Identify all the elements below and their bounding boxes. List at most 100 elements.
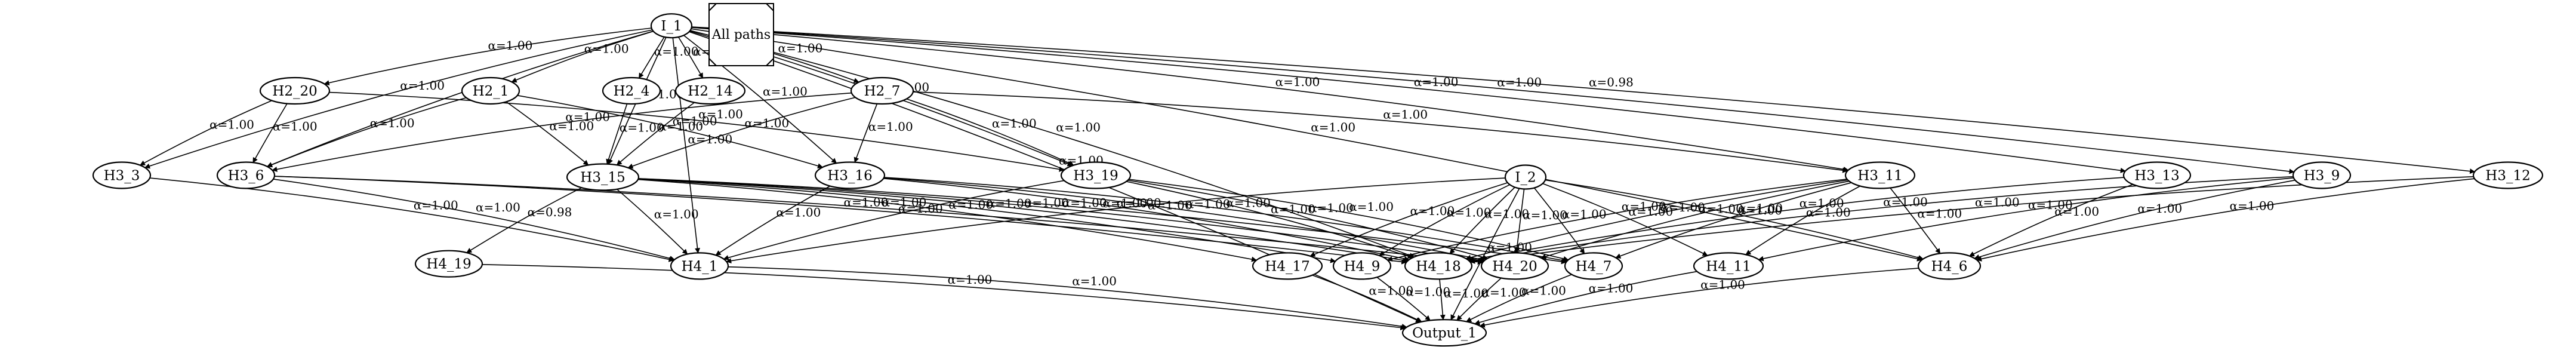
- node-H3_13[interactable]: H3_13: [2122, 161, 2192, 189]
- edge-label-I_1-H2_1: α=1.00: [584, 42, 629, 56]
- node-shape-H2_7: [850, 76, 914, 105]
- node-shape-H3_12: [2472, 161, 2544, 189]
- edge-H3_13-H4_18: [1468, 177, 2124, 262]
- legend: All paths: [708, 3, 774, 66]
- node-label-H2_4: H2_4: [614, 84, 650, 99]
- nodes-layer: I_1I_2 H2_20 H2_1 H2_4 H2_14 H2_7H3_3 H3_6 H3_1…: [92, 13, 2544, 347]
- node-H4_7[interactable]: H4_7: [1564, 252, 1623, 280]
- node-H3_9[interactable]: H3_9: [2292, 161, 2352, 189]
- node-label-H3_15: H3_15: [580, 170, 625, 186]
- edge-H2_1-H3_16: [517, 95, 824, 169]
- edge-H2_1-H3_15: [506, 101, 589, 165]
- node-shape-H2_20: [259, 76, 331, 105]
- edge-label-I_2-H4_17: α=1.00: [1410, 204, 1455, 218]
- edge-label-H3_16-H4_7: α=1.00: [1226, 196, 1271, 210]
- node-H2_14[interactable]: H2_14: [674, 76, 746, 105]
- edge-label-H3_3-H4_1: α=1.00: [414, 198, 458, 213]
- node-H2_4[interactable]: H2_4: [602, 76, 661, 105]
- node-shape-H4_18: [1404, 252, 1473, 280]
- edge-label-H4_17-Output_1: α=1.00: [1369, 284, 1413, 298]
- edge-label-H2_20-H3_6: α=1.00: [273, 119, 318, 134]
- node-H4_1[interactable]: H4_1: [670, 252, 729, 280]
- edges-layer: α=1.00α=1.00α=1.00α=1.00α=1.00α=1.00α=1.…: [140, 26, 2476, 331]
- edge-H4_1-Output_1: [728, 266, 1407, 329]
- node-H3_6[interactable]: H3_6: [216, 161, 276, 189]
- node-shape-H4_17: [1252, 252, 1323, 280]
- edge-label-H3_19-H4_7: α=1.00: [1349, 199, 1394, 214]
- node-H2_1[interactable]: H2_1: [461, 76, 520, 105]
- edge-H2_7-H3_16: [853, 103, 878, 163]
- node-shape-H4_20: [1480, 252, 1549, 280]
- edge-label-H3_11-H4_6: α=1.00: [1917, 207, 1962, 221]
- node-shape-I_2: [1504, 164, 1547, 190]
- node-H4_11[interactable]: H4_11: [1693, 252, 1764, 280]
- edge-label-H2_4-H3_15: α=1.00: [620, 121, 664, 135]
- legend-box: [708, 3, 774, 66]
- edge-H4_7-Output_1: [1466, 274, 1572, 323]
- node-I_2[interactable]: I_2: [1504, 164, 1547, 190]
- edge-label-H3_15-H4_1: α=1.00: [654, 207, 699, 222]
- node-H4_20[interactable]: H4_20: [1480, 252, 1549, 280]
- edge-label-I_2-H4_20: α=1.00: [1523, 208, 1567, 222]
- edge-H2_4-H3_15: [606, 103, 628, 165]
- edge-H3_9-H4_11: [1758, 177, 2294, 262]
- node-H3_15[interactable]: H3_15: [566, 163, 640, 191]
- edge-label-I_1-H4_6: α=1.00: [1311, 120, 1355, 134]
- edge-label-H2_14-H3_15: α=1.00: [658, 119, 703, 133]
- edge-H2_20-H3_19: [329, 91, 1065, 172]
- node-H3_12[interactable]: H3_12: [2472, 161, 2544, 189]
- edge-H4_11-Output_1: [1474, 271, 1697, 325]
- node-H4_9[interactable]: H4_9: [1332, 252, 1392, 280]
- node-label-H2_14: H2_14: [688, 84, 732, 99]
- node-Output_1[interactable]: Output_1: [1401, 319, 1487, 347]
- edge-label-H2_1-H3_16: α=1.00: [673, 113, 717, 128]
- edge-label-H2_20-H3_19: α=1.00: [698, 107, 743, 121]
- node-H2_20[interactable]: H2_20: [259, 76, 331, 105]
- node-H3_3[interactable]: H3_3: [92, 161, 152, 189]
- node-H4_17[interactable]: H4_17: [1252, 252, 1323, 280]
- edge-label-H2_7-H3_15: α=1.00: [744, 116, 789, 130]
- node-label-H4_18: H4_18: [1416, 259, 1460, 274]
- edge-I_2-H4_20: [1514, 189, 1525, 254]
- edge-label-H3_9-H4_6: α=1.00: [2137, 201, 2182, 216]
- edge-H3_11-H4_20: [1540, 180, 1850, 259]
- edge-H3_11-H4_11: [1745, 185, 1860, 256]
- node-label-H4_6: H4_6: [1931, 259, 1968, 274]
- node-H3_11[interactable]: H3_11: [1844, 161, 1916, 189]
- edge-label-H4_9-Output_1: α=1.00: [1406, 285, 1450, 299]
- node-H2_7[interactable]: H2_7: [850, 76, 914, 105]
- edge-H3_12-H4_6: [1976, 178, 2475, 262]
- node-H3_16[interactable]: H3_16: [814, 161, 886, 189]
- edge-H3_19-H4_1: [723, 180, 1065, 260]
- edge-label-H3_19-H4_1: α=1.00: [898, 201, 943, 216]
- node-label-H4_19: H4_19: [426, 257, 471, 272]
- edge-I_2-H4_1: [726, 177, 1506, 264]
- edge-I_1-H2_20: [323, 27, 652, 86]
- node-H4_19[interactable]: H4_19: [414, 250, 483, 278]
- edge-label-H4_20-Output_1: α=1.00: [1482, 285, 1527, 299]
- node-label-H3_11: H3_11: [1857, 168, 1902, 184]
- edge-label-H3_11-H4_18: α=1.00: [1660, 200, 1705, 214]
- node-label-H4_7: H4_7: [1576, 259, 1612, 274]
- edge-label-H4_1-Output_1: α=1.00: [1072, 274, 1117, 288]
- edge-H3_15-H4_1: [616, 189, 688, 255]
- node-H3_19[interactable]: H3_19: [1060, 161, 1132, 189]
- node-label-H2_7: H2_7: [864, 84, 901, 99]
- edge-label-H3_6-H4_1: α=1.00: [476, 200, 520, 214]
- node-label-H4_17: H4_17: [1265, 259, 1309, 274]
- node-shape-H2_14: [674, 76, 746, 105]
- node-shape-Output_1: [1401, 319, 1487, 347]
- edge-I_1-H3_9: [691, 26, 2295, 174]
- edge-label-H3_11-H4_7: α=1.00: [1737, 203, 1782, 217]
- edge-label-H4_11-Output_1: α=1.00: [1589, 281, 1634, 296]
- node-label-Output_1: Output_1: [1412, 325, 1477, 341]
- edge-H3_11-H4_7: [1615, 182, 1852, 259]
- edge-H2_14-H3_15: [616, 102, 695, 165]
- node-label-H4_1: H4_1: [682, 259, 718, 274]
- edge-I_1-H3_6: [266, 30, 654, 167]
- node-label-H4_11: H4_11: [1706, 259, 1751, 274]
- node-H4_6[interactable]: H4_6: [1917, 252, 1982, 280]
- node-I_1[interactable]: I_1: [650, 13, 693, 39]
- node-shape-H3_3: [92, 161, 152, 189]
- node-H4_18[interactable]: H4_18: [1404, 252, 1473, 280]
